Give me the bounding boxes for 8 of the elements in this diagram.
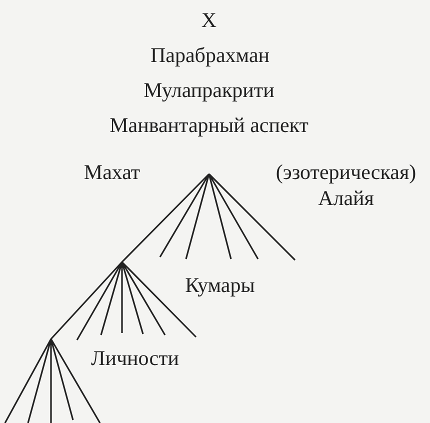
tree-label: Личности xyxy=(90,345,180,371)
tree-label: Парабрахман xyxy=(150,42,270,68)
tree-label: Кумары xyxy=(185,272,255,298)
tree-label: Махат xyxy=(84,159,140,185)
tree-label: (эзотерическая) Алайя xyxy=(274,159,418,211)
tree-label: X xyxy=(201,7,217,33)
tree-label: Мулапракрити xyxy=(144,77,274,103)
tree-label: Манвантарный аспект xyxy=(110,112,308,138)
